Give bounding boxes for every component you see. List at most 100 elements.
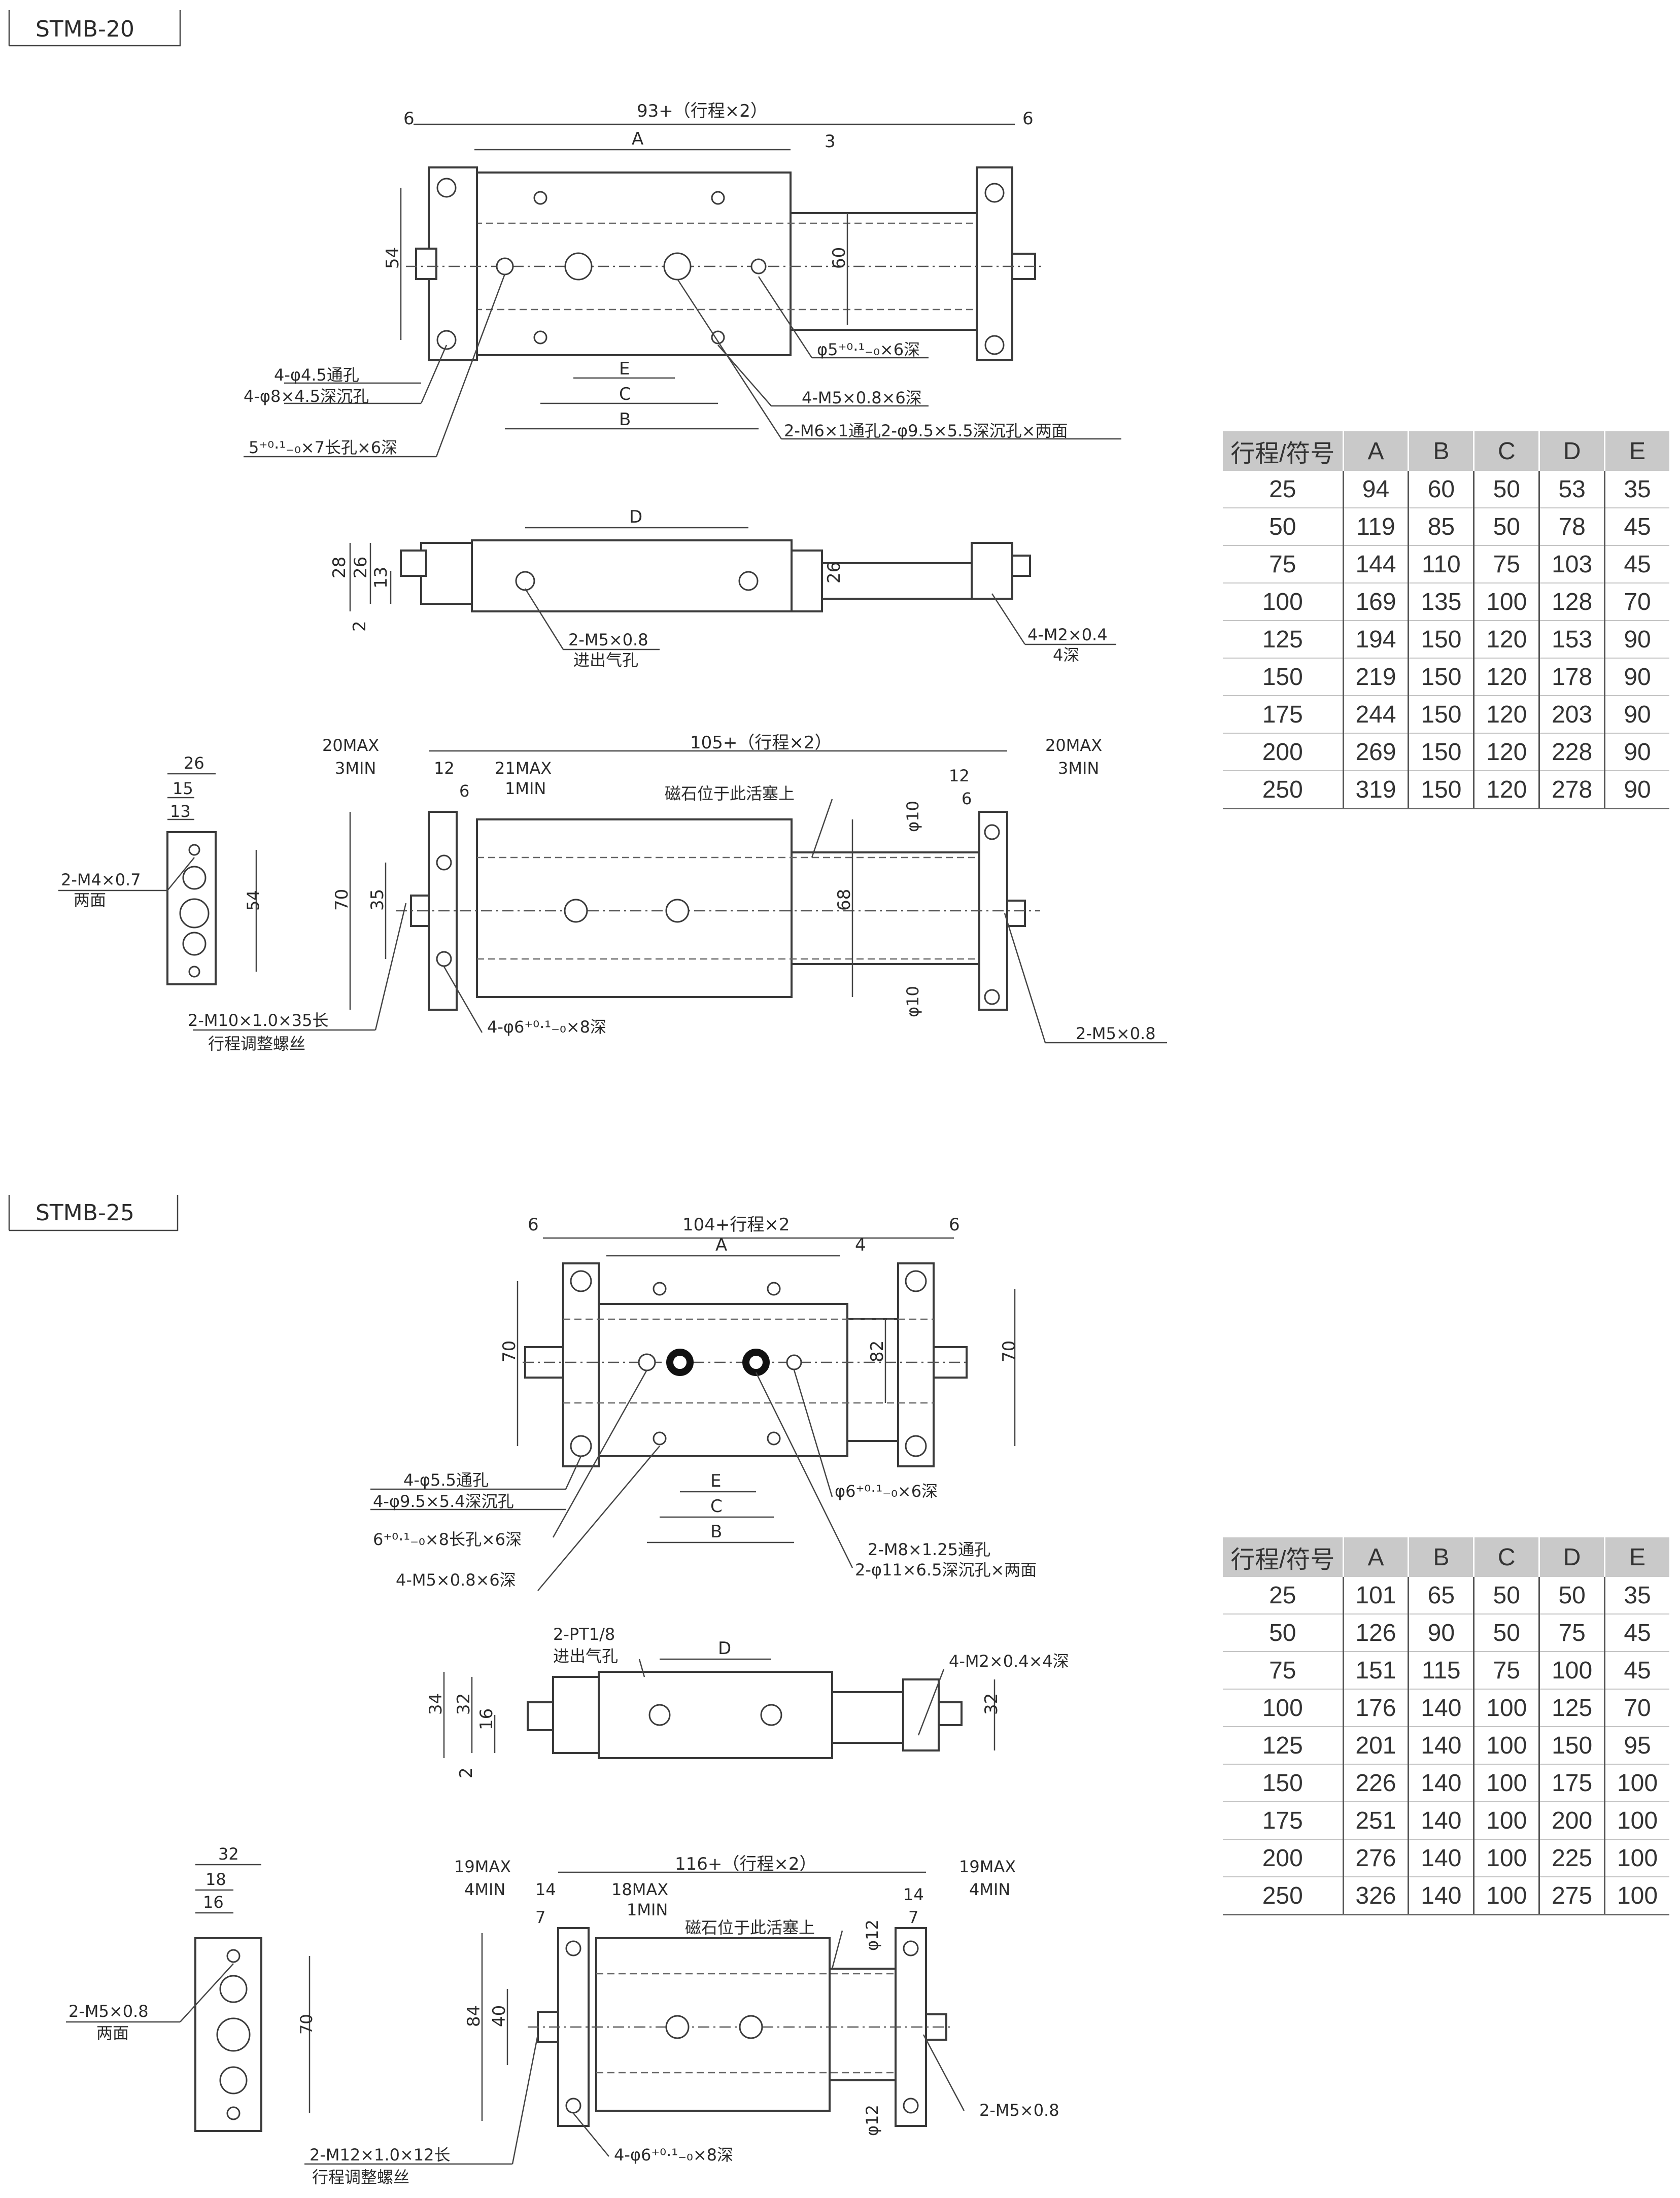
- cell-stroke: 250: [1223, 771, 1344, 809]
- thread-label-2: 两面: [74, 890, 106, 910]
- dim-60: 60: [829, 247, 849, 269]
- dim-end-right: 6: [1022, 109, 1034, 129]
- left-end-plate: [562, 1262, 600, 1467]
- dim-14: 14: [535, 1880, 556, 1899]
- cell-stroke: 125: [1223, 1727, 1344, 1765]
- cell-value: 140: [1408, 1727, 1474, 1765]
- phi10-top: φ10: [903, 801, 922, 832]
- dim-14-right: 14: [903, 1885, 924, 1904]
- through-hole: [564, 252, 593, 281]
- dim-82: 82: [867, 1341, 887, 1362]
- dim-d: D: [629, 507, 642, 527]
- stmb-20-bottom-view: 20MAX 3MIN 105+（行程×2） 20MAX 3MIN 12 6 21…: [188, 733, 1167, 1053]
- pin-hole: [984, 824, 1000, 840]
- tapped-hole: [711, 191, 725, 205]
- cell-value: 60: [1408, 471, 1474, 508]
- cell-value: 85: [1408, 508, 1474, 546]
- cell-value: 75: [1473, 1652, 1539, 1690]
- bottom-hole: [564, 899, 588, 923]
- cell-value: 110: [1408, 545, 1474, 583]
- dim-34: 34: [426, 1693, 446, 1715]
- cell-value: 65: [1408, 1577, 1474, 1615]
- cell-stroke: 150: [1223, 658, 1344, 696]
- cell-value: 194: [1342, 621, 1409, 659]
- dim-28: 28: [329, 557, 350, 578]
- cell-value: 120: [1473, 658, 1539, 696]
- dim-26: 26: [351, 557, 371, 578]
- pin-label: 4-φ6⁺⁰·¹₋₀×8深: [487, 1017, 606, 1037]
- dim-overall-bottom: 105+（行程×2）: [690, 733, 832, 753]
- header-a: A: [1342, 431, 1409, 471]
- cell-value: 100: [1538, 1652, 1605, 1690]
- cell-value: 50: [1473, 508, 1539, 546]
- cell-value: 100: [1604, 1764, 1669, 1802]
- dim-18: 18: [205, 1870, 226, 1889]
- cell-value: 251: [1342, 1802, 1409, 1840]
- note-holes-1: 4-φ5.5通孔: [403, 1470, 489, 1490]
- port-label-2: 进出气孔: [573, 650, 638, 670]
- cell-value: 140: [1408, 1877, 1474, 1915]
- adjust-min: 1MIN: [505, 779, 546, 798]
- header-c: C: [1473, 1537, 1539, 1577]
- dim-6-right: 6: [962, 789, 972, 808]
- cell-value: 35: [1604, 1577, 1669, 1615]
- phi10-bottom: φ10: [903, 986, 922, 1017]
- dim-7: 7: [535, 1908, 545, 1927]
- mount-hole: [436, 330, 457, 350]
- dim-70: 70: [297, 2014, 316, 2035]
- dim-16: 16: [203, 1893, 224, 1912]
- cell-value: 151: [1342, 1652, 1409, 1690]
- right-stopper-side: [938, 1701, 963, 1726]
- screw-label-1: 2-M12×1.0×12长: [310, 2145, 450, 2165]
- cell-value: 90: [1604, 733, 1669, 771]
- cell-value: 150: [1408, 658, 1474, 696]
- dim-40: 40: [489, 2005, 509, 2027]
- dim-54: 54: [383, 247, 403, 269]
- thread-label: 4-M2×0.4×4深: [949, 1652, 1069, 1671]
- note-holes-2: 4-φ9.5×5.4深沉孔: [373, 1492, 514, 1511]
- port-label-1: 2-M5×0.8: [568, 630, 648, 649]
- pin-hole: [984, 989, 1000, 1005]
- dim-gap: 3: [825, 131, 836, 152]
- cell-value: 45: [1604, 508, 1669, 546]
- dim-16: 16: [476, 1708, 497, 1730]
- cell-value: 153: [1538, 621, 1605, 659]
- left-max: 20MAX: [322, 736, 379, 755]
- dim-end-right: 6: [949, 1215, 960, 1235]
- cell-value: 100: [1473, 1764, 1539, 1802]
- left-stopper: [415, 248, 437, 280]
- cell-value: 150: [1408, 733, 1474, 771]
- cell-stroke: 150: [1223, 1764, 1344, 1802]
- cell-value: 144: [1342, 545, 1409, 583]
- cell-value: 120: [1473, 621, 1539, 659]
- stmb-20-end-view: 26 15 13 54 2-M4×0.7 两面: [58, 753, 263, 985]
- cell-value: 225: [1538, 1839, 1605, 1877]
- cell-value: 75: [1473, 545, 1539, 583]
- model-title: STMB-20: [36, 16, 134, 42]
- dim-70: 70: [332, 889, 352, 911]
- cell-value: 150: [1408, 696, 1474, 734]
- cell-value: 100: [1473, 1802, 1539, 1840]
- dim-35: 35: [367, 889, 388, 911]
- cell-value: 203: [1538, 696, 1605, 734]
- left-min: 4MIN: [464, 1880, 505, 1899]
- dim-overall: 104+行程×2: [682, 1215, 790, 1235]
- stmb-25-bottom-view: 19MAX 4MIN 116+（行程×2） 19MAX 4MIN 14 7 18…: [304, 1854, 1059, 2187]
- right-end-plate: [976, 166, 1013, 361]
- thread-label-2: 4深: [1053, 645, 1079, 665]
- cell-stroke: 75: [1223, 545, 1344, 583]
- cell-value: 75: [1538, 1614, 1605, 1652]
- body-bottom: [595, 1937, 831, 2112]
- dim-b: B: [710, 1522, 722, 1542]
- right-max: 19MAX: [959, 1857, 1016, 1876]
- dim-70-left: 70: [499, 1341, 520, 1362]
- dim-2: 2: [456, 1767, 476, 1778]
- cell-value: 70: [1604, 1689, 1669, 1727]
- cell-stroke: 200: [1223, 1839, 1344, 1877]
- cell-stroke: 50: [1223, 508, 1344, 546]
- title-tab-frame: [8, 1195, 179, 1231]
